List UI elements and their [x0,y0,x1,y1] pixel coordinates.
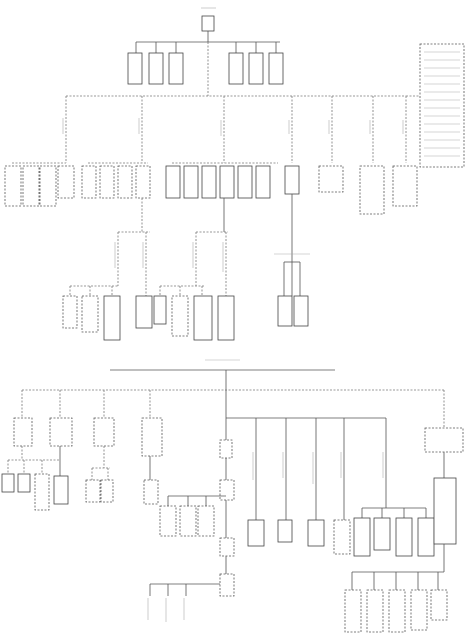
top-level1-nodes [127,52,284,85]
top-group-d [284,165,418,215]
bottom-right-branches [226,417,435,557]
bottom-group-b [85,417,163,505]
bottom-org-chart [1,359,464,633]
top-group-c [165,162,278,199]
bottom-group-a [1,417,73,511]
top-root-node [201,7,216,42]
top-org-chart [4,7,465,341]
bottom-center-chain [147,439,235,622]
top-subtree-c [153,198,235,341]
top-main-bus [62,42,407,163]
top-side-list [406,43,465,168]
bottom-root-node [110,359,335,390]
bottom-main-bus [21,389,445,440]
bottom-group-far-right [344,427,464,633]
top-group-b [81,162,151,199]
top-group-a [4,162,75,207]
top-subtree-d [274,194,310,327]
top-subtree-b [62,198,153,341]
